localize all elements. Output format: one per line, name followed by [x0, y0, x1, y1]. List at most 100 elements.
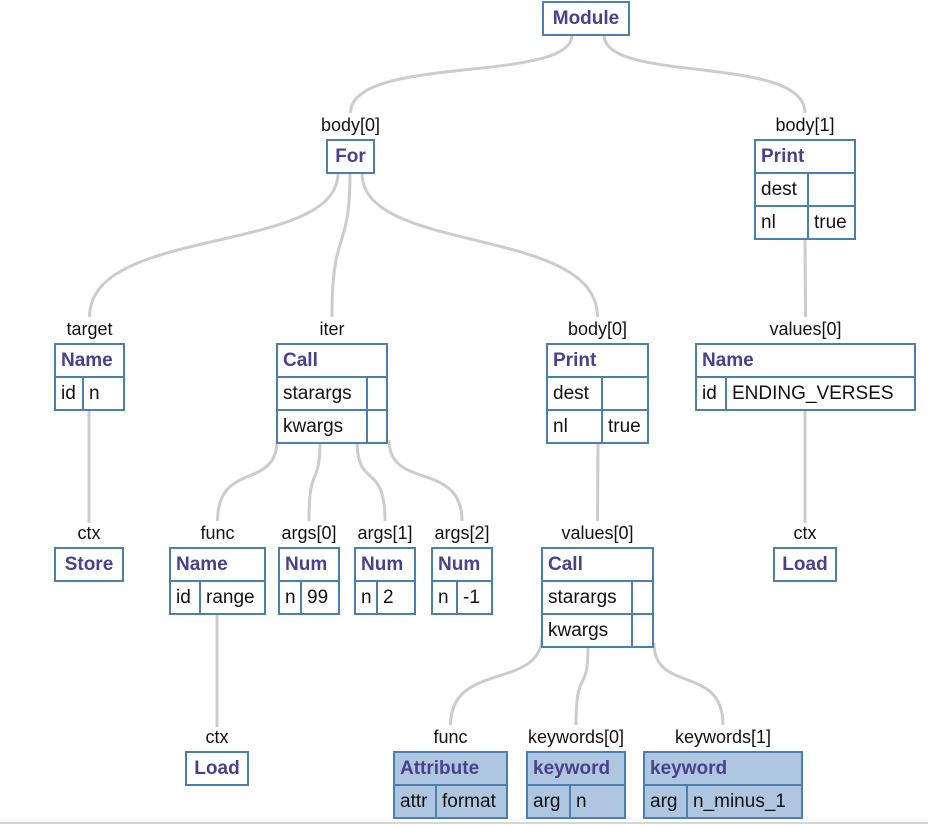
node-field-row: starargs: [278, 376, 386, 409]
edge-module-for: [349, 34, 574, 114]
edge-label-call_vals: values[0]: [561, 523, 634, 543]
node-field-row: kwargs: [543, 613, 652, 646]
field-key: starargs: [278, 378, 368, 409]
field-value: [368, 378, 386, 409]
node-field-row: starargs: [543, 580, 652, 613]
node-type-name_n: Name: [61, 350, 113, 371]
field-key: kwargs: [278, 411, 368, 442]
bottom-divider: [0, 822, 928, 824]
edge-for-name_n: [88, 172, 340, 318]
node-type-call_vals: Call: [548, 554, 583, 575]
ast-node-load_ev: Load: [773, 547, 837, 582]
node-type-kw1: keyword: [650, 758, 728, 779]
field-value: n: [576, 791, 587, 812]
node-type-attr: Attribute: [400, 758, 480, 779]
node-field-row: n-1: [433, 580, 491, 613]
field-key: nl: [756, 207, 809, 238]
node-type-for: For: [335, 146, 366, 167]
field-value: [633, 615, 652, 646]
node-field-row: dest: [548, 376, 647, 409]
edge-label-store: ctx: [77, 523, 101, 543]
edge-call_iter-name_range: [216, 439, 279, 522]
field-value: 2: [383, 587, 394, 608]
edge-label-name_range: func: [200, 523, 235, 543]
node-type-print1: Print: [761, 146, 805, 167]
field-value: true: [608, 416, 641, 437]
node-type-print0: Print: [553, 350, 597, 371]
field-value: n_minus_1: [693, 791, 786, 812]
edge-call_vals-attr: [449, 635, 544, 726]
field-key: dest: [548, 378, 603, 409]
field-value: range: [206, 587, 255, 608]
edge-label-name_n: target: [66, 319, 113, 339]
field-value: -1: [463, 587, 480, 608]
field-value: [633, 582, 652, 613]
field-value: n: [89, 383, 100, 404]
node-type-load_ev: Load: [782, 554, 828, 575]
edge-module-print1: [602, 34, 807, 114]
node-type-module: Module: [552, 8, 620, 29]
field-key: starargs: [543, 582, 633, 613]
edge-call_vals-kw0: [574, 646, 590, 726]
edge-call_iter-numm1: [387, 439, 464, 522]
field-key: attr: [395, 786, 437, 817]
edge-for-print0: [360, 172, 599, 318]
ast-node-numm1: Num n-1: [431, 547, 493, 615]
edge-label-name_ev: values[0]: [769, 319, 842, 339]
edge-call_vals-kw1: [652, 642, 725, 726]
edge-label-call_iter: iter: [319, 319, 345, 339]
node-field-row: kwargs: [278, 409, 386, 442]
node-type-numm1: Num: [438, 554, 481, 575]
edge-label-load_ev: ctx: [793, 523, 817, 543]
field-value: [603, 378, 647, 409]
node-type-num2: Num: [361, 554, 404, 575]
edge-call_iter-num2: [355, 439, 387, 522]
ast-node-for: For: [326, 139, 375, 174]
field-value: ENDING_VERSES: [732, 383, 894, 404]
ast-node-store: Store: [54, 547, 124, 582]
field-value: [368, 411, 386, 442]
ast-node-load_range: Load: [185, 751, 249, 786]
field-value: format: [442, 791, 496, 812]
node-type-store: Store: [64, 554, 114, 575]
field-key: dest: [756, 174, 809, 205]
edge-label-kw0: keywords[0]: [527, 727, 625, 747]
node-type-name_ev: Name: [702, 350, 754, 371]
edge-label-kw1: keywords[1]: [674, 727, 772, 747]
edge-label-numm1: args[2]: [434, 523, 490, 543]
edge-label-num99: args[0]: [281, 523, 337, 543]
node-type-num99: Num: [285, 554, 328, 575]
field-key: arg: [528, 786, 571, 817]
edge-label-num2: args[1]: [357, 523, 413, 543]
field-key: id: [56, 378, 84, 409]
field-key: n: [356, 582, 378, 613]
node-field-row: dest: [756, 172, 854, 205]
field-key: nl: [548, 411, 603, 442]
field-key: n: [280, 582, 302, 613]
edge-label-attr: func: [433, 727, 468, 747]
ast-node-module: Module: [542, 1, 630, 36]
field-key: n: [433, 582, 458, 613]
field-value: 99: [307, 587, 329, 608]
field-key: arg: [645, 786, 688, 817]
field-key: id: [697, 378, 727, 409]
